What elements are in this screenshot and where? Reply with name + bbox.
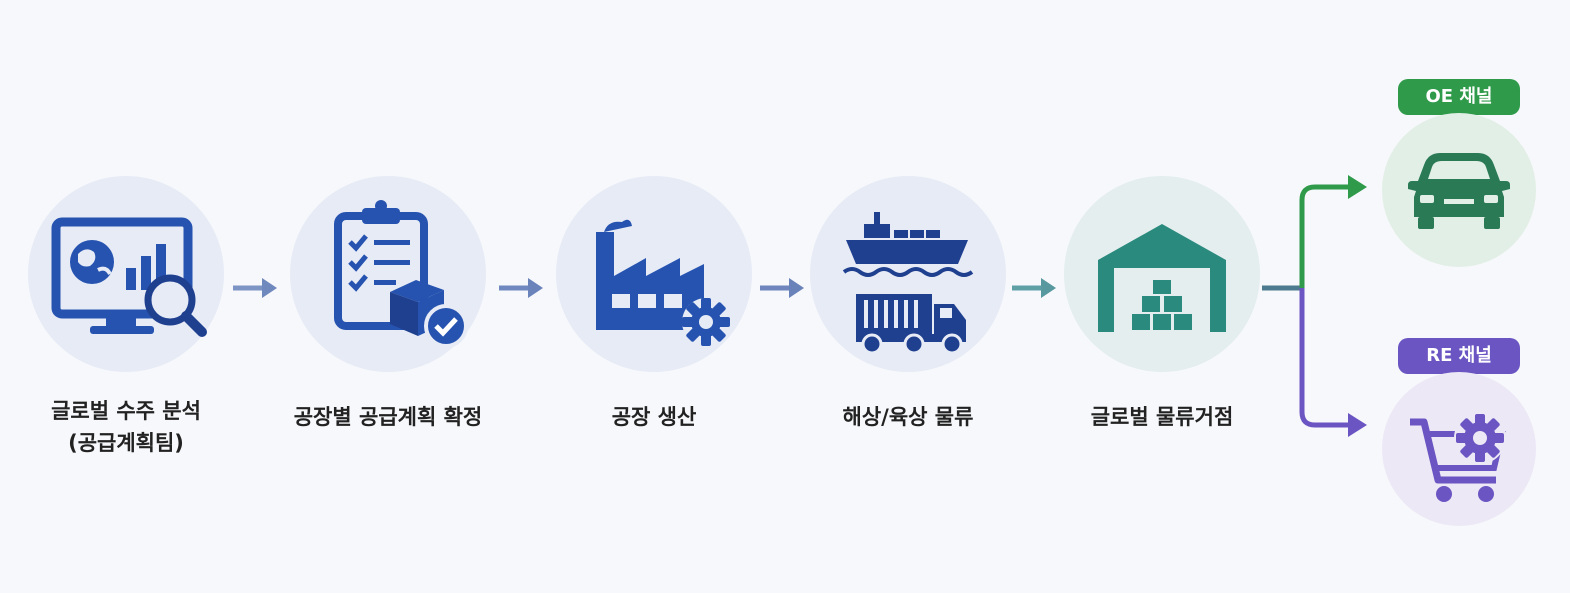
step-label-2: 공장별 공급계획 확정 xyxy=(258,401,518,433)
step-circle-1 xyxy=(28,176,224,372)
step-label-3-line1: 공장 생산 xyxy=(611,405,697,429)
clipboard-checklist-icon xyxy=(334,200,468,348)
re-channel-circle xyxy=(1382,372,1536,526)
step-label-5: 글로벌 물류거점 xyxy=(1032,401,1292,433)
factory-icon xyxy=(596,219,730,346)
step-label-4: 해상/육상 물류 xyxy=(778,401,1038,433)
step-arrow-3 xyxy=(760,278,804,298)
step-arrow-4 xyxy=(1012,278,1056,298)
oe-channel-circle xyxy=(1382,113,1536,267)
step-circle-5 xyxy=(1064,176,1260,372)
ship-truck-icon xyxy=(842,212,974,355)
step-label-1-line1: 글로벌 수주 분석 xyxy=(51,399,201,423)
step-arrow-2 xyxy=(499,278,543,298)
re-branch-arrow xyxy=(1299,288,1367,437)
oe-branch-arrow xyxy=(1299,175,1367,288)
step-label-3: 공장 생산 xyxy=(524,401,784,433)
car-icon xyxy=(1408,153,1510,229)
step-label-5-line1: 글로벌 물류거점 xyxy=(1090,405,1234,429)
step-label-1: 글로벌 수주 분석 (공급계획팀) xyxy=(0,395,252,459)
cart-gear-icon xyxy=(1410,412,1506,502)
step-label-1-line2: (공급계획팀) xyxy=(68,431,184,455)
warehouse-icon xyxy=(1098,224,1226,332)
step-label-2-line1: 공장별 공급계획 확정 xyxy=(293,405,483,429)
re-channel-badge: RE 채널 xyxy=(1398,338,1520,374)
oe-channel-badge: OE 채널 xyxy=(1398,79,1520,115)
step-label-4-line1: 해상/육상 물류 xyxy=(842,405,974,429)
step-arrow-1 xyxy=(233,278,277,298)
step-circle-2 xyxy=(290,176,486,372)
monitor-analytics-icon xyxy=(51,217,207,337)
step-circle-3 xyxy=(556,176,752,372)
step-circle-4 xyxy=(810,176,1006,372)
